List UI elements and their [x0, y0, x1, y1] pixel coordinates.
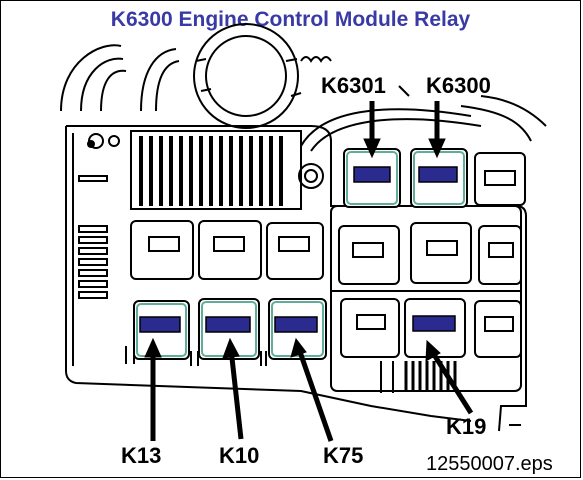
relay-right-b3-window — [484, 316, 514, 332]
spring-coil — [300, 56, 332, 63]
label-k6300: K6300 — [426, 73, 491, 98]
relay-right-b1-window — [356, 314, 386, 330]
arrow-k10 — [228, 348, 244, 440]
arrow-k19 — [430, 351, 474, 415]
label-k13: K13 — [121, 443, 162, 468]
pulley-left — [60, 44, 180, 112]
arrow-k75 — [296, 348, 334, 442]
relay-mid-1-window — [148, 236, 180, 252]
highlight-k6300 — [418, 166, 458, 183]
relay-plain-top-window — [484, 170, 516, 186]
relay-right-1-window — [352, 242, 384, 258]
file-name: 12550007.eps — [426, 453, 553, 475]
highlight-windows — [139, 166, 458, 333]
label-k19: K19 — [446, 414, 487, 439]
fuse-comb — [130, 130, 302, 210]
label-k75: K75 — [323, 443, 364, 468]
label-k10: K10 — [219, 443, 260, 468]
highlight-k6301 — [353, 166, 391, 183]
relay-mid-2-window — [213, 236, 245, 252]
diagram-title: K6300 Engine Control Module Relay — [110, 8, 471, 31]
highlight-k13 — [139, 316, 181, 333]
pulley-right — [193, 23, 302, 129]
highlight-k10 — [205, 316, 251, 333]
label-k6301: K6301 — [321, 73, 386, 98]
relay-mid-3-window — [278, 236, 310, 252]
left-connector-slots — [78, 175, 108, 299]
relay-right-3-window — [488, 242, 514, 258]
highlight-k75 — [274, 316, 318, 333]
highlight-k19 — [412, 315, 456, 332]
relay-right-2-window — [426, 240, 458, 256]
